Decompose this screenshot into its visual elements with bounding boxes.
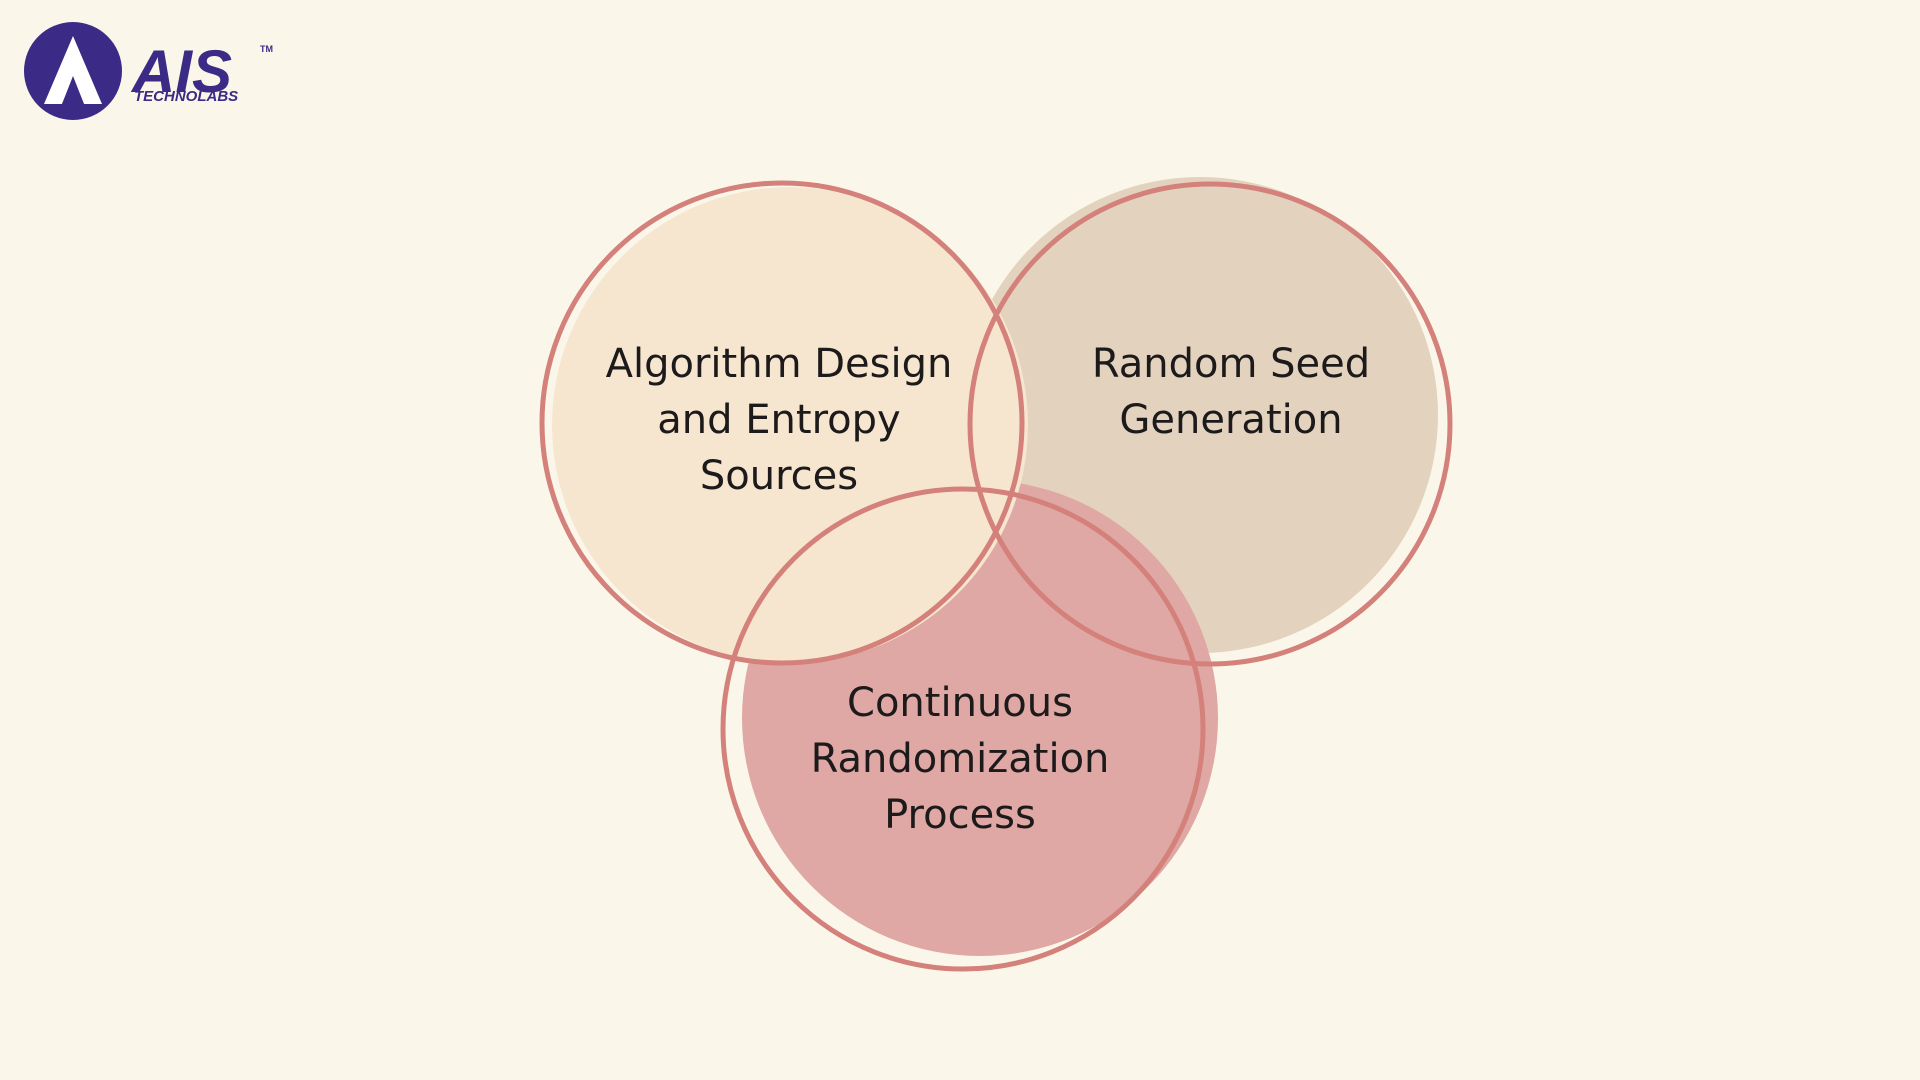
logo-wordmark: AIS	[130, 38, 232, 105]
set-label-random-seed: Random Seed Generation	[1091, 341, 1371, 443]
venn-ring-algorithm-design	[539, 180, 1025, 666]
venn-ring-continuous-randomization	[720, 486, 1206, 972]
venn-ring-random-seed	[967, 181, 1453, 667]
venn-fill-algorithm-design	[552, 187, 1028, 663]
set-label-algorithm-design: Algorithm Design and Entropy Sources	[605, 341, 953, 499]
logo-subtext: TECHNOLABS	[134, 88, 238, 105]
logo-trademark: TM	[260, 44, 273, 54]
company-logo: AIS TM TECHNOLABS	[24, 22, 284, 122]
logo-a-mark	[44, 36, 102, 104]
set-label-continuous-randomization: Continuous Randomization Process	[810, 680, 1110, 838]
